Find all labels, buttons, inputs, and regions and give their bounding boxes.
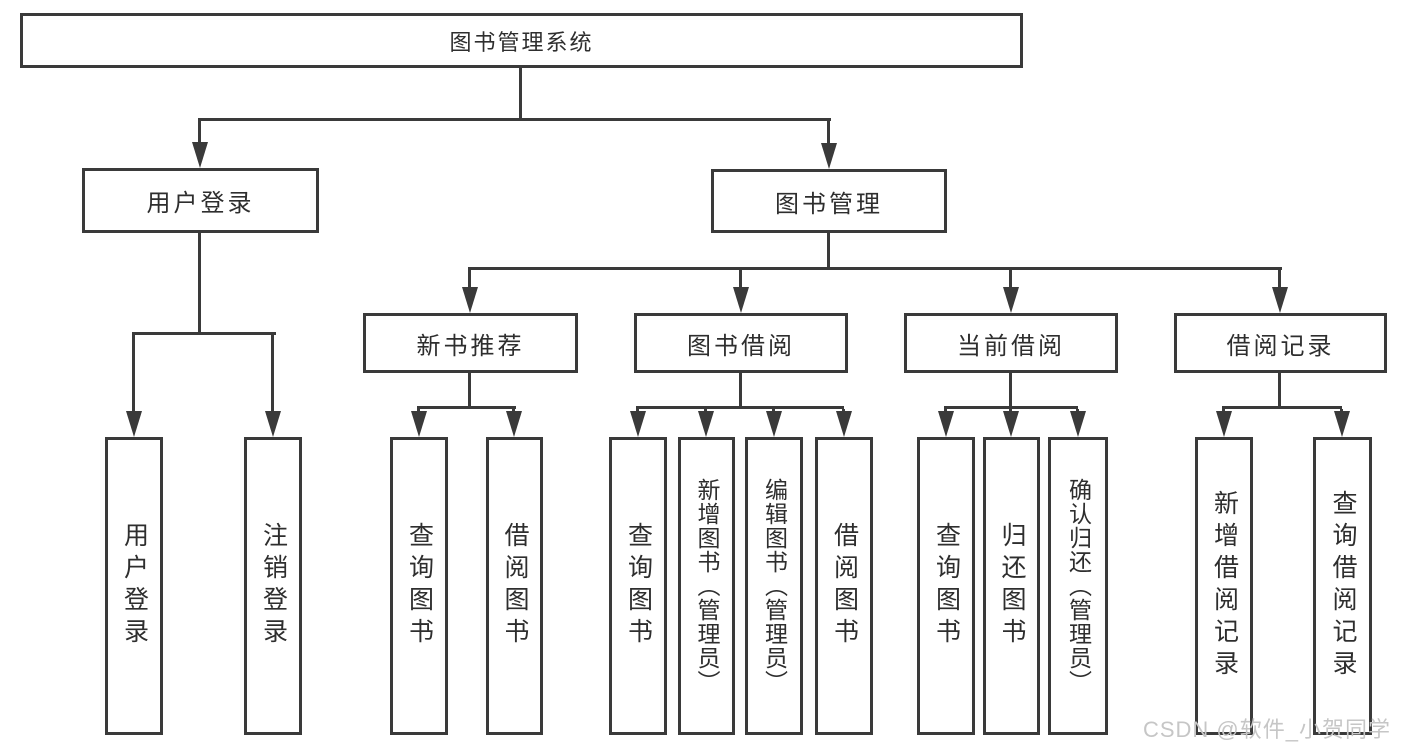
node-leaf-nbr-borrow-label: 借阅图书 <box>501 522 529 650</box>
connector-user-login-stem <box>198 233 201 334</box>
arrowhead-nbr-query <box>411 411 427 437</box>
arrowhead-bb-add <box>698 411 714 437</box>
arrowhead-current-borrow <box>1003 287 1019 313</box>
connector-new-book-rec-stem <box>468 373 471 408</box>
node-leaf-cb-return: 归还图书 <box>983 437 1040 735</box>
arrowhead-leaf-logout <box>265 411 281 437</box>
node-leaf-nbr-query: 查询图书 <box>390 437 448 735</box>
connector-stub-new-book-rec <box>468 270 471 288</box>
connector-user-login-bus <box>132 332 276 335</box>
arrowhead-cb-return <box>1003 411 1019 437</box>
arrowhead-book-mgmt <box>821 143 837 169</box>
node-leaf-br-query: 查询借阅记录 <box>1313 437 1372 735</box>
node-leaf-bb-borrow: 借阅图书 <box>815 437 873 735</box>
node-new-book-rec-label: 新书推荐 <box>416 332 525 360</box>
connector-stub-book-mgmt <box>827 121 830 144</box>
arrowhead-br-add <box>1216 411 1232 437</box>
connector-stub-leaf-logout <box>271 335 274 412</box>
node-leaf-br-add-label: 新增借阅记录 <box>1210 490 1239 682</box>
node-new-book-rec: 新书推荐 <box>363 313 578 373</box>
node-user-login-label: 用户登录 <box>146 190 255 217</box>
connector-stub-leaf-user-login <box>132 335 135 412</box>
node-leaf-cb-return-label: 归还图书 <box>998 522 1026 650</box>
connector-book-mgmt-bus <box>468 267 1282 270</box>
arrowhead-br-query <box>1334 411 1350 437</box>
arrowhead-book-borrow <box>733 287 749 313</box>
node-borrow-records: 借阅记录 <box>1174 313 1387 373</box>
arrowhead-leaf-user-login <box>126 411 142 437</box>
node-leaf-user-login: 用户登录 <box>105 437 163 735</box>
connector-root-stem <box>519 68 522 120</box>
connector-book-mgmt-stem <box>827 233 830 269</box>
node-leaf-nbr-query-label: 查询图书 <box>405 522 434 650</box>
node-book-mgmt-label: 图书管理 <box>775 190 883 218</box>
connector-book-borrow-stem <box>739 373 742 408</box>
node-root-label: 图书管理系统 <box>449 29 594 55</box>
node-book-mgmt: 图书管理 <box>711 169 947 233</box>
connector-root-bus <box>198 118 831 121</box>
node-root: 图书管理系统 <box>20 13 1023 68</box>
connector-current-borrow-bus <box>944 406 1078 409</box>
arrowhead-bb-query <box>630 411 646 437</box>
node-current-borrow-label: 当前借阅 <box>957 332 1065 360</box>
node-leaf-cb-confirm: 确认归还（管理员） <box>1048 437 1108 735</box>
node-leaf-bb-edit: 编辑图书（管理员） <box>745 437 803 735</box>
connector-current-borrow-stem <box>1009 373 1012 408</box>
node-book-borrow-label: 图书借阅 <box>687 332 795 360</box>
arrowhead-nbr-borrow <box>506 411 522 437</box>
node-leaf-bb-add: 新增图书（管理员） <box>678 437 735 735</box>
connector-book-borrow-bus <box>636 406 844 409</box>
arrowhead-borrow-records <box>1272 287 1288 313</box>
node-current-borrow: 当前借阅 <box>904 313 1118 373</box>
connector-new-book-rec-bus <box>417 406 516 409</box>
node-book-borrow: 图书借阅 <box>634 313 848 373</box>
node-user-login: 用户登录 <box>82 168 319 233</box>
node-leaf-user-login-label: 用户登录 <box>120 522 149 650</box>
node-leaf-br-query-label: 查询借阅记录 <box>1329 490 1357 682</box>
arrowhead-bb-edit <box>766 411 782 437</box>
node-leaf-bb-edit-label: 编辑图书（管理员） <box>761 478 788 694</box>
node-leaf-bb-query: 查询图书 <box>609 437 667 735</box>
arrowhead-cb-query <box>938 411 954 437</box>
connector-stub-book-borrow <box>739 270 742 288</box>
node-leaf-logout-label: 注销登录 <box>259 522 288 650</box>
connector-stub-borrow-records <box>1278 270 1281 288</box>
connector-stub-current-borrow <box>1009 270 1012 288</box>
node-leaf-bb-query-label: 查询图书 <box>624 522 653 650</box>
node-leaf-cb-query: 查询图书 <box>917 437 975 735</box>
watermark: CSDN @软件_小贺同学 <box>1142 717 1391 742</box>
connector-borrow-records-stem <box>1278 373 1281 408</box>
node-leaf-cb-confirm-label: 确认归还（管理员） <box>1065 478 1092 694</box>
connector-stub-user-login <box>198 121 201 143</box>
arrowhead-new-book-rec <box>462 287 478 313</box>
arrowhead-cb-confirm <box>1070 411 1086 437</box>
arrowhead-bb-borrow <box>836 411 852 437</box>
node-leaf-bb-borrow-label: 借阅图书 <box>830 522 859 650</box>
node-leaf-cb-query-label: 查询图书 <box>932 522 961 650</box>
node-leaf-nbr-borrow: 借阅图书 <box>486 437 543 735</box>
node-leaf-bb-add-label: 新增图书（管理员） <box>694 478 720 694</box>
connector-borrow-records-bus <box>1222 406 1342 409</box>
node-borrow-records-label: 借阅记录 <box>1226 332 1335 360</box>
arrowhead-user-login <box>192 142 208 168</box>
node-leaf-br-add: 新增借阅记录 <box>1195 437 1253 735</box>
node-leaf-logout: 注销登录 <box>244 437 302 735</box>
